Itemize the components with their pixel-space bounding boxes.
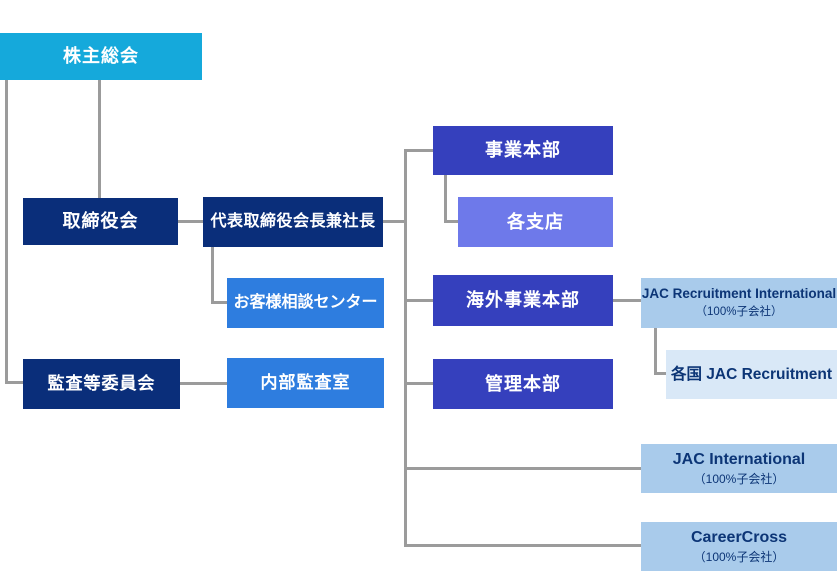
node-label: 管理本部 — [485, 373, 561, 394]
connector-jac-ri-to-countries-vertical — [654, 328, 657, 375]
connector-business-hq-to-branches-horizontal — [444, 220, 458, 223]
connector-trunk-to-admin-hq — [404, 382, 433, 385]
org-node-overseas-business-headquarters: 海外事業本部 — [433, 275, 613, 326]
connector-trunk-to-business-hq — [404, 149, 434, 152]
node-label: 海外事業本部 — [466, 290, 580, 311]
connector-overseas-hq-to-jac-ri — [613, 299, 641, 302]
node-label: 各支店 — [507, 211, 564, 232]
org-node-careercross: CareerCross （100%子会社） — [641, 522, 837, 571]
connector-shareholders-to-board — [98, 80, 101, 198]
connector-audit-committee-to-internal-audit — [180, 382, 227, 385]
node-label: JAC International — [672, 451, 806, 468]
node-label: CareerCross — [690, 529, 788, 546]
node-label: 事業本部 — [485, 140, 561, 161]
org-node-board-of-directors: 取締役会 — [23, 198, 178, 245]
connector-trunk-to-careercross — [404, 544, 641, 547]
node-label: 各国 JAC Recruitment — [670, 365, 833, 383]
connector-ceo-to-trunk — [383, 220, 407, 223]
node-label: 内部監査室 — [260, 373, 351, 393]
connector-shareholders-to-audit-vertical — [5, 80, 8, 384]
connector-trunk-vertical — [404, 149, 407, 547]
org-node-jac-international: JAC International （100%子会社） — [641, 444, 837, 493]
node-label: 監査等委員会 — [47, 374, 156, 394]
org-node-internal-audit-office: 内部監査室 — [227, 358, 384, 408]
node-label: 取締役会 — [62, 211, 139, 232]
connector-ceo-to-customer-center-vertical — [211, 247, 214, 304]
node-label: 株主総会 — [63, 46, 139, 67]
org-node-representative-director-chairman-president: 代表取締役会長兼社長 — [203, 197, 383, 247]
connector-board-to-ceo — [178, 220, 203, 223]
org-node-branches: 各支店 — [458, 197, 613, 247]
node-label: JAC Recruitment International — [641, 286, 837, 302]
connector-ceo-to-customer-center-horizontal — [211, 301, 227, 304]
node-sublabel: （100%子会社） — [693, 472, 785, 486]
node-label: 代表取締役会長兼社長 — [210, 213, 376, 230]
node-sublabel: （100%子会社） — [695, 306, 783, 319]
org-node-jac-recruitment-international: JAC Recruitment International （100%子会社） — [641, 278, 837, 328]
org-node-country-jac-recruitment: 各国 JAC Recruitment — [666, 350, 837, 399]
connector-trunk-to-jac-international — [404, 467, 641, 470]
org-node-business-headquarters: 事業本部 — [433, 126, 613, 175]
connector-shareholders-to-audit-horizontal — [5, 381, 24, 384]
org-node-customer-consultation-center: お客様相談センター — [227, 278, 384, 328]
org-node-audit-committee: 監査等委員会 — [23, 359, 180, 409]
connector-business-hq-to-branches-vertical — [444, 175, 447, 223]
connector-trunk-to-overseas-hq — [404, 299, 433, 302]
node-sublabel: （100%子会社） — [693, 550, 785, 564]
org-node-administration-headquarters: 管理本部 — [433, 359, 613, 409]
connector-jac-ri-to-countries-horizontal — [654, 372, 666, 375]
node-label: お客様相談センター — [233, 294, 378, 311]
org-node-shareholders-meeting: 株主総会 — [0, 33, 202, 80]
